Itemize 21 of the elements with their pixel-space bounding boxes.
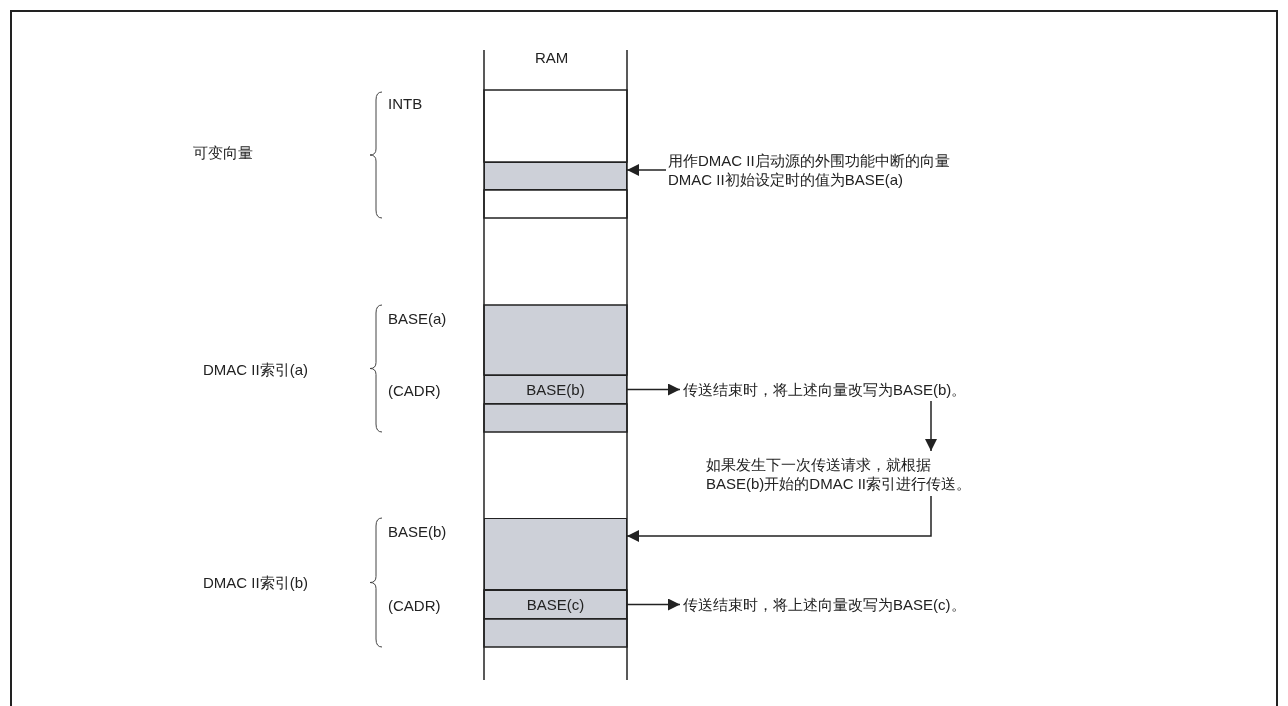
arrow [626, 164, 667, 176]
region-label: DMAC II索引(a) [203, 360, 308, 379]
arrow [626, 495, 932, 542]
address-label: (CADR) [388, 381, 441, 400]
arrow [626, 383, 681, 396]
region-label: 可变向量 [193, 143, 253, 162]
address-label: BASE(b) [388, 522, 447, 541]
address-label: (CADR) [388, 596, 441, 615]
address-label: INTB [388, 94, 423, 113]
arrow [626, 598, 681, 611]
memory-cell [484, 162, 627, 190]
note-text: 传送结束时，将上述向量改写为BASE(b)。 [683, 380, 967, 399]
region-label: DMAC II索引(b) [203, 573, 308, 592]
note-text: 如果发生下一次传送请求，就根据BASE(b)开始的DMAC II索引进行传送。 [706, 455, 984, 493]
memory-cell: BASE(b) [484, 375, 627, 404]
note-text: 用作DMAC II启动源的外围功能中断的向量DMAC II初始设定时的值为BASE(a) [668, 151, 968, 189]
column-heading: RAM [535, 48, 569, 67]
note-text: 传送结束时，将上述向量改写为BASE(c)。 [683, 595, 966, 614]
arrow [925, 400, 937, 452]
address-label: BASE(a) [388, 309, 447, 328]
memory-cell [484, 518, 627, 590]
